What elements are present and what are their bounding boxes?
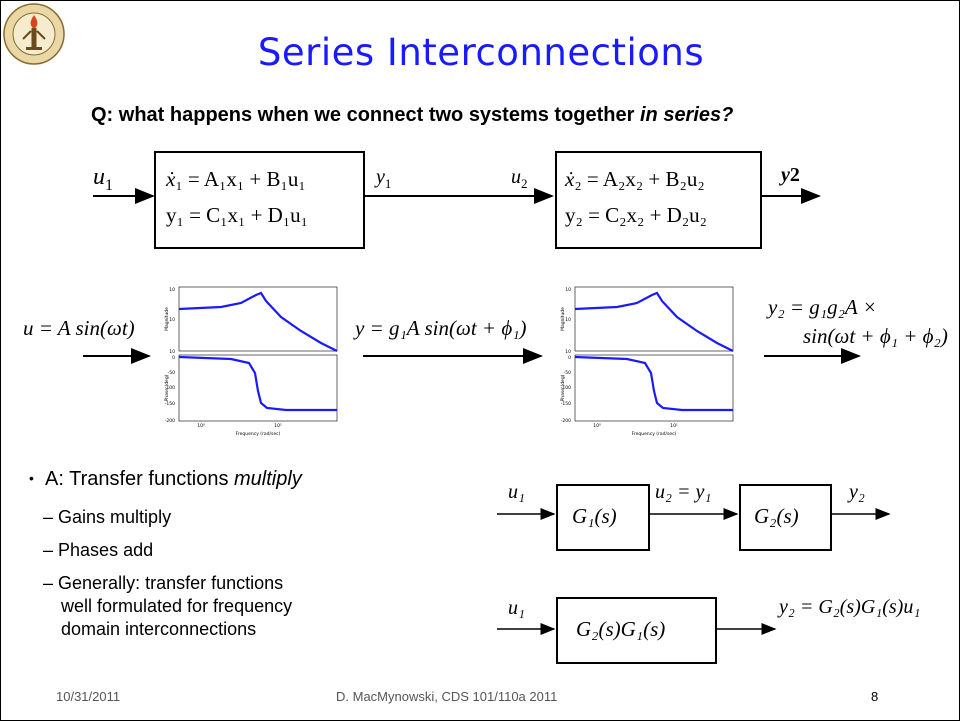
phase-tick-0: 0	[172, 355, 175, 361]
block2-state-space: ẋ₂ = A₂x₂ + B₂u₂ y₂ = C₂x₂ + D₂u₂	[555, 151, 762, 249]
caltech-seal-logo	[3, 3, 65, 65]
svg-text:Frequency (rad/sec): Frequency (rad/sec)	[632, 431, 677, 437]
block2-output-label: y2	[781, 164, 800, 186]
slide-title: Series Interconnections	[257, 31, 705, 74]
svg-text:-150: -150	[561, 401, 571, 407]
phase-tick-1: -50	[168, 370, 175, 376]
mag-tick-mid: 10	[169, 317, 175, 323]
svg-text:Phase (deg): Phase (deg)	[560, 374, 566, 401]
svg-text:10: 10	[565, 317, 571, 323]
tf-chain-input: u₁	[508, 481, 525, 503]
block2-eq1: ẋ₂ = A₂x₂ + B₂u₂	[565, 167, 705, 191]
signal-output-line2: sin(ωt + ϕ₁ + ϕ₂)	[803, 324, 948, 348]
svg-text:10⁰: 10⁰	[593, 423, 601, 429]
svg-text:10: 10	[565, 287, 571, 293]
block1-eq1: ẋ₁ = A₁x₁ + B₁u₁	[166, 167, 306, 191]
question-prefix: Q: what happens when we connect two syst…	[91, 104, 640, 126]
bullet-main: • A: Transfer functions multiply	[29, 468, 302, 490]
svg-text:-100: -100	[561, 385, 571, 391]
sub-bullet-line2: well formulated for frequency	[61, 596, 293, 616]
block2-input-label: u2	[511, 166, 528, 191]
question-text: Q: what happens when we connect two syst…	[91, 104, 733, 127]
tf-combined-input: u₁	[508, 597, 525, 619]
svg-text:10¹: 10¹	[670, 423, 678, 429]
svg-text:Magnitude: Magnitude	[560, 307, 566, 331]
block2-eq2: y₂ = C₂x₂ + D₂u₂	[565, 203, 707, 227]
block1-state-space: ẋ₁ = A₁x₁ + B₁u₁ y₁ = C₁x₁ + D₁u₁	[154, 151, 365, 249]
footer-page-number: 8	[871, 689, 879, 704]
mag-tick-top: 10	[169, 287, 175, 293]
bode-plot-2: 10 10 10 0 -50 -100 -150 -200 10⁰ 10¹ Fr…	[557, 281, 737, 441]
sub-bullet-phases: – Phases add	[43, 540, 154, 560]
svg-text:-200: -200	[561, 418, 571, 424]
block1-output-label: y1	[376, 166, 392, 191]
tf-chain-mid-label: u₂ = y₁	[655, 481, 712, 503]
svg-text:10: 10	[565, 349, 571, 355]
mag-axis-label: Magnitude	[164, 307, 170, 331]
tf-combined-output: y₂ = G₂(s)G₁(s)u₁	[779, 596, 921, 618]
footer-author: D. MacMynowski, CDS 101/110a 2011	[336, 689, 558, 704]
tf-block-g2: G₂(s)	[739, 484, 832, 551]
sub-bullet-generally: – Generally: transfer functions	[43, 573, 284, 593]
sub-bullet-line3: domain interconnections	[61, 619, 257, 639]
svg-text:-50: -50	[564, 370, 571, 376]
signal-input: u = A sin(ωt)	[23, 316, 135, 340]
sub-bullet-gains: – Gains multiply	[43, 507, 172, 527]
freq-tick-1: 10¹	[274, 423, 282, 429]
freq-tick-0: 10⁰	[197, 423, 205, 429]
bode-plot-1: 10 10 10 0 -50 -100 -150 -200 10⁰ 10¹ Fr…	[161, 281, 341, 441]
tf-block-g1: G₁(s)	[556, 484, 650, 551]
tf-chain-output: y₂	[849, 481, 865, 503]
phase-tick-2: -100	[165, 385, 175, 391]
phase-tick-3: -150	[165, 401, 175, 407]
svg-text:0: 0	[568, 355, 571, 361]
signal-middle: y = g₁A sin(ωt + ϕ₁)	[355, 316, 527, 340]
question-emphasis: in series?	[639, 104, 734, 126]
block1-eq2: y₁ = C₁x₁ + D₁u₁	[166, 203, 308, 227]
phase-axis-label: Phase (deg)	[164, 374, 170, 401]
phase-tick-4: -200	[165, 418, 175, 424]
footer-date: 10/31/2011	[56, 689, 121, 704]
freq-axis-label: Frequency (rad/sec)	[236, 431, 281, 437]
tf-block-combined: G₂(s)G₁(s)	[556, 597, 717, 664]
signal-output-line1: y₂ = g₁g₂A ×	[768, 295, 877, 319]
block1-input-label: u1	[93, 164, 113, 194]
mag-tick-bottom: 10	[169, 349, 175, 355]
